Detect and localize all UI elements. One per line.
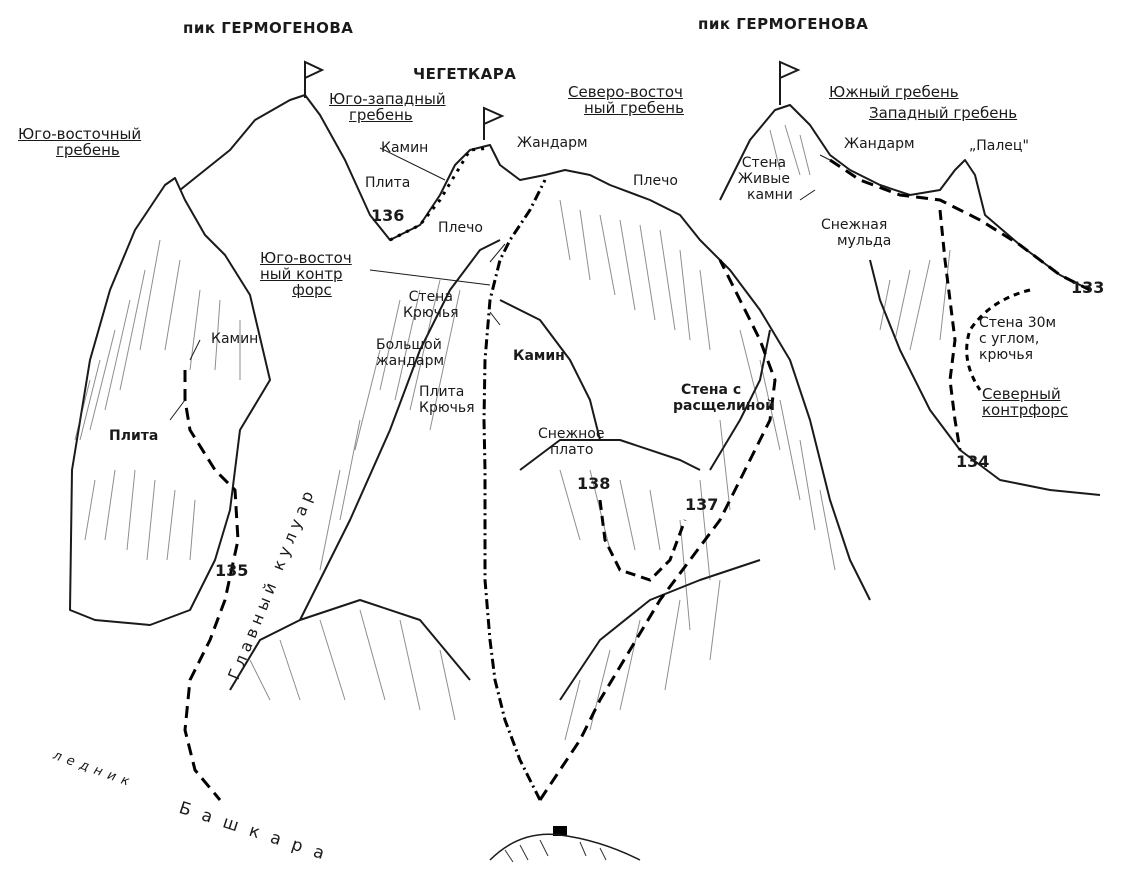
flag-left-icon [304,60,325,98]
leader-lines [169,147,831,421]
route-number-137: 137 [685,495,719,514]
routes [183,146,1091,801]
route-134 [938,209,962,451]
valley-floor [489,833,641,861]
main-skyline [179,94,871,601]
plita-top-label: Плита [365,175,411,191]
route-number-134: 134 [956,452,990,471]
west-ridge-label: Западный гребень [869,104,1018,122]
kamin-top-label: Камин [381,140,429,156]
route-137 [538,259,777,801]
right-base [869,259,1101,496]
route-133 [829,158,1091,292]
route-number-136: 136 [371,206,405,225]
route-138 [482,179,547,801]
kamin-mid-label: Камин [513,348,565,364]
peak-left-label: пик ГЕРМОГЕНОВА [183,19,354,37]
plita-left-label: Плита [109,428,159,444]
peak-center-label: ЧЕГЕТКАРА [413,65,517,83]
right-peak-outline [719,104,1091,291]
hut-icon [553,826,567,836]
summit-flags [304,60,801,140]
flag-right-icon [779,60,801,105]
south-ridge-label: Южный гребень [829,83,959,101]
zhandarm-right-label: Жандарм [844,136,915,152]
valley-floor-hatch [504,839,607,863]
kamin-left-label: Камин [211,331,259,347]
route-number-133: 133 [1071,278,1105,297]
inner-ridge-1 [299,239,501,621]
inner-ridge-3 [709,329,771,471]
route-136 [389,146,491,242]
palets-label: „Палец" [969,138,1029,154]
left-peak-outline [69,177,271,626]
inner-ridge-6 [499,299,601,441]
route-138-plato [598,499,687,582]
route-number-138: 138 [577,474,611,493]
inner-ridge-4 [229,599,471,691]
peak-right-label: пик ГЕРМОГЕНОВА [698,15,869,33]
plecho-right-label: Плечо [633,173,678,189]
shading-hatch [74,124,951,741]
inner-ridge-5 [559,559,761,701]
flag-center-icon [483,106,505,140]
inner-ridge-2 [519,439,701,471]
zhandarm-center-label: Жандарм [517,135,588,151]
route-number-135: 135 [215,561,249,580]
plecho-center-label: Плечо [438,220,483,236]
route-135 [183,370,240,801]
route-133-approach [965,288,1031,391]
